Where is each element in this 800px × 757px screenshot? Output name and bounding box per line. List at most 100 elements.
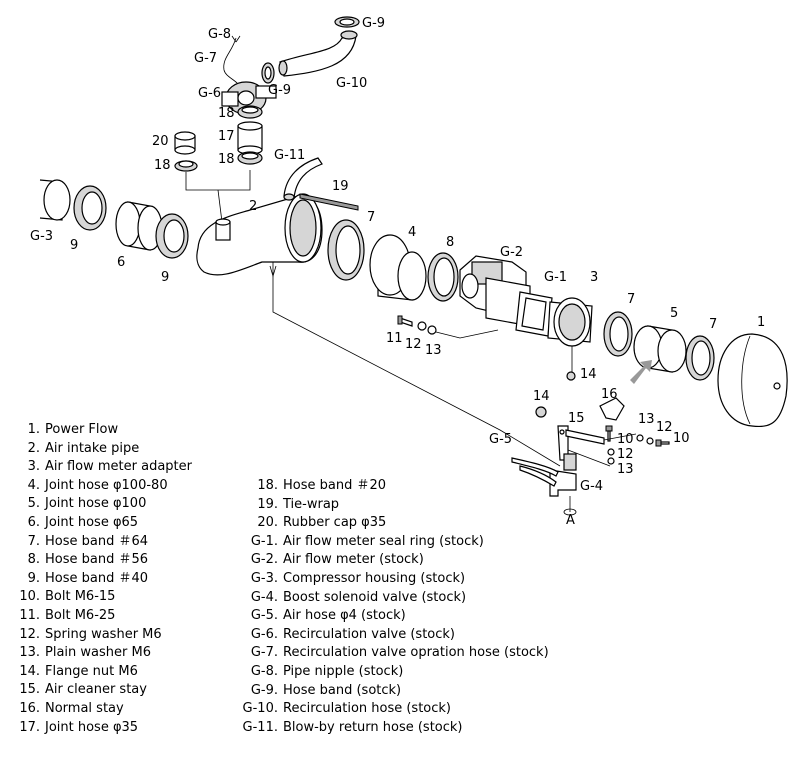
legend-item: 8.Hose band ＃56 (8, 551, 192, 570)
legend-item: G-11.Blow-by return hose (stock) (230, 719, 549, 738)
legend-item: 4.Joint hose φ100-80 (8, 477, 192, 496)
bolt-11 (397, 315, 413, 327)
legend-item-text: Joint hose φ35 (45, 719, 139, 735)
legend-item: 9. Hose band ＃40 (8, 570, 192, 589)
blow-by-return-hose (283, 157, 323, 201)
legend-item-text: Recirculation valve opration hose (stock… (283, 645, 549, 661)
hose-band-18-lower (237, 151, 263, 165)
callout-13: 13 (425, 343, 442, 358)
legend-item: 1. Power Flow (8, 421, 192, 440)
plain-washer-13-left (427, 325, 437, 335)
legend-item-number: 1. (27, 422, 40, 437)
air-intake-pipe (196, 193, 323, 276)
callout-g9: G-9 (268, 83, 291, 98)
legend-item: 16.Normal stay (8, 700, 192, 719)
callout-14: 14 (533, 389, 550, 404)
callout-10: 10 (673, 431, 690, 446)
callout-12: 12 (405, 337, 422, 352)
legend-item-number: G-4. (250, 589, 278, 605)
legend-item-text: Rubber cap φ35 (283, 515, 387, 531)
legend-item-number: G-8. (250, 663, 278, 679)
legend-item: 13. Plain washer M6 (8, 644, 192, 663)
legend-item-text: Hose band ＃40 (45, 570, 149, 586)
legend-item-number: 5. (27, 496, 40, 512)
legend-item-text: Hose band ＃56 (45, 552, 149, 568)
legend-item: 19.Tie-wrap (230, 496, 549, 515)
direction-arrow (630, 360, 652, 384)
legend-item: 18.Hose band ＃20 (230, 477, 549, 496)
hose-band-7-right-b (685, 335, 715, 381)
legend-item-number: 11. (19, 607, 40, 623)
spring-washer-12-right (636, 434, 644, 442)
legend-item-text: Pipe nipple (stock) (283, 663, 404, 679)
callout-14: 14 (580, 367, 597, 382)
legend-item-text: Blow-by return hose (stock) (283, 719, 463, 735)
legend-item-number: 15. (19, 682, 40, 698)
legend-item-number: 17. (19, 719, 40, 735)
legend-item-number: 13. (19, 645, 40, 661)
callout-4: 4 (408, 225, 416, 240)
boost-solenoid-valve (549, 453, 577, 497)
legend-item-text: Plain washer M6 (45, 645, 151, 661)
legend-item: G-6.Recirculation valve (stock) (230, 626, 549, 645)
mount-point-a (563, 508, 577, 516)
legend-item-text: Normal stay (45, 700, 124, 716)
legend-item: G-2.Air flow meter (stock) (230, 551, 549, 570)
hose-band-g9-upper (334, 16, 360, 28)
callout-9: 9 (70, 238, 78, 253)
legend-item: G-8. Pipe nipple (stock) (230, 663, 549, 682)
legend-item-number: 10. (19, 589, 40, 605)
legend-item-number: 7. (27, 533, 40, 549)
rubber-cap-20 (174, 131, 196, 155)
legend-item-text: Power Flow (45, 422, 119, 437)
legend-item-text: Bolt M6-25 (45, 607, 116, 623)
joint-hose-6 (115, 201, 163, 251)
legend-item-number: 9. (27, 570, 40, 586)
callout-9: 9 (161, 270, 169, 285)
legend-item-number: G-7. (250, 645, 278, 661)
legend-item-number: 14. (19, 663, 40, 679)
callout-18: 18 (218, 106, 235, 121)
legend-item-number: 20. (257, 515, 278, 531)
flange-nut-14-middle (566, 371, 576, 381)
spring-washer-12-lower (607, 448, 615, 456)
legend-item-number: 12. (19, 626, 40, 642)
legend-item-number: G-2. (250, 552, 278, 568)
callout-g5: G-5 (489, 432, 512, 447)
legend-item: 2. Air intake pipe (8, 440, 192, 459)
joint-hose-17 (237, 121, 263, 155)
callout-7: 7 (627, 292, 635, 307)
legend-item-number: 18. (257, 478, 278, 493)
recirculation-hose (279, 35, 357, 77)
tie-wrap (299, 193, 359, 211)
legend-item-text: Spring washer M6 (45, 626, 162, 642)
callout-12: 12 (656, 420, 673, 435)
legend-item-text: Joint hose φ65 (45, 514, 139, 530)
legend-item-text: Hose band (sotck) (283, 682, 402, 698)
legend-item-text: Air intake pipe (45, 440, 140, 456)
callout-g9: G-9 (362, 16, 385, 31)
joint-hose-4 (369, 234, 427, 301)
legend-item: 15.Air cleaner stay (8, 681, 192, 700)
legend-item-number: G-10. (242, 701, 278, 717)
legend-item-number: 2. (27, 440, 40, 456)
legend-item-number: G-5. (250, 608, 278, 624)
legend-item: 7.Hose band ＃64 (8, 533, 192, 552)
hose-band-g9-lower (261, 62, 275, 84)
plain-washer-13-lower (607, 457, 615, 465)
hose-band-7-middle (327, 219, 365, 281)
legend-item-number: G-3. (250, 570, 278, 586)
air-hose-g5 (511, 457, 559, 477)
callout-6: 6 (117, 255, 125, 270)
legend-item-text: Bolt M6-15 (45, 589, 116, 605)
hose-band-18-top (237, 105, 263, 119)
legend-item: G-9.Hose band (sotck) (230, 682, 549, 701)
callout-g4: G-4 (580, 479, 603, 494)
callout-17: 17 (218, 129, 235, 144)
legend-item-text: Air flow meter seal ring (stock) (283, 533, 484, 549)
callout-16: 16 (601, 387, 618, 402)
legend-item-text: Compressor housing (stock) (283, 570, 466, 586)
legend-item: 3.Air flow meter adapter (8, 458, 192, 477)
